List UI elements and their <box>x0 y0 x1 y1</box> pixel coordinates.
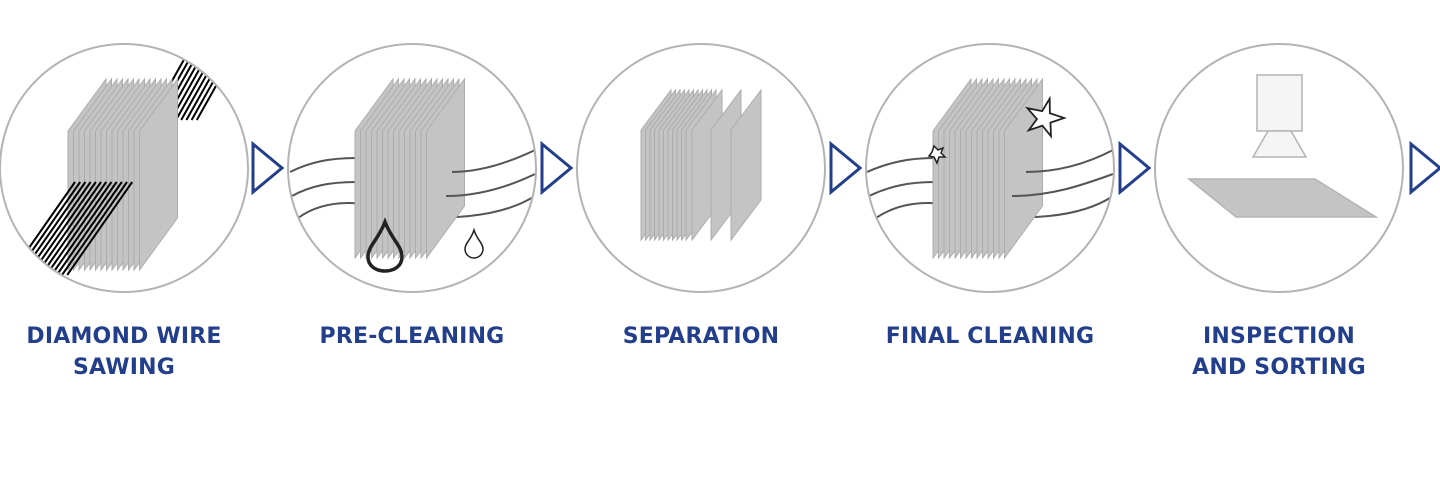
saw-wire <box>50 181 118 276</box>
arrow-icon <box>1409 140 1440 196</box>
label-line: DIAMOND WIRE <box>26 324 222 349</box>
label-line: AND SORTING <box>1192 355 1366 380</box>
flow-line <box>445 173 535 197</box>
saw-wire <box>55 181 123 276</box>
wire-saw-icon <box>9 45 243 276</box>
flow-line <box>291 181 357 197</box>
star-large <box>1024 95 1067 139</box>
label-line: INSPECTION <box>1202 324 1356 349</box>
flow-line <box>1011 173 1113 197</box>
saw-wire <box>35 181 102 276</box>
arrow-icon <box>540 140 574 196</box>
step-circle-2 <box>287 43 537 293</box>
flow-line <box>868 181 935 197</box>
arrow-icon <box>251 140 285 196</box>
step-label-inspection-and-sorting: INSPECTION AND SORTING <box>1149 321 1409 383</box>
water-drop-large <box>366 217 404 273</box>
saw-wire <box>66 181 134 276</box>
step-circle-4 <box>865 43 1115 293</box>
wafer-separation-icon <box>640 88 762 242</box>
label-line: PRE-CLEANING <box>319 324 505 349</box>
sparkle-clean-icon <box>867 77 1113 260</box>
camera-lens <box>1251 130 1308 158</box>
wafer-plate <box>730 88 762 242</box>
wafer-plate <box>426 77 465 260</box>
step-label-separation: SEPARATION <box>571 321 831 352</box>
label-line: SEPARATION <box>622 324 780 349</box>
wafer-on-table <box>1186 178 1379 218</box>
label-line: SAWING <box>72 355 175 380</box>
step-circle-5 <box>1154 43 1404 293</box>
step-label-final-cleaning: FINAL CLEANING <box>860 321 1120 352</box>
arrow-icon <box>829 140 863 196</box>
water-drop-icon <box>289 77 535 273</box>
saw-wire <box>45 181 113 276</box>
camera-body <box>1256 74 1303 132</box>
saw-wire <box>40 181 108 276</box>
star-small <box>927 144 947 165</box>
flow-line <box>451 149 535 173</box>
flow-line <box>289 157 357 173</box>
wafer-plate <box>139 77 178 272</box>
step-circle-3 <box>576 43 826 293</box>
flow-line <box>867 157 935 173</box>
flow-line <box>1025 149 1113 173</box>
water-drop-small <box>464 227 484 259</box>
camera-inspection-icon <box>1186 74 1379 218</box>
step-label-pre-cleaning: PRE-CLEANING <box>282 321 542 352</box>
arrow-icon <box>1118 140 1152 196</box>
label-line: FINAL CLEANING <box>885 324 1095 349</box>
step-circle-1 <box>0 43 249 293</box>
step-label-diamond-wire-sawing: DIAMOND WIRE SAWING <box>0 321 254 383</box>
saw-wire <box>61 181 128 276</box>
